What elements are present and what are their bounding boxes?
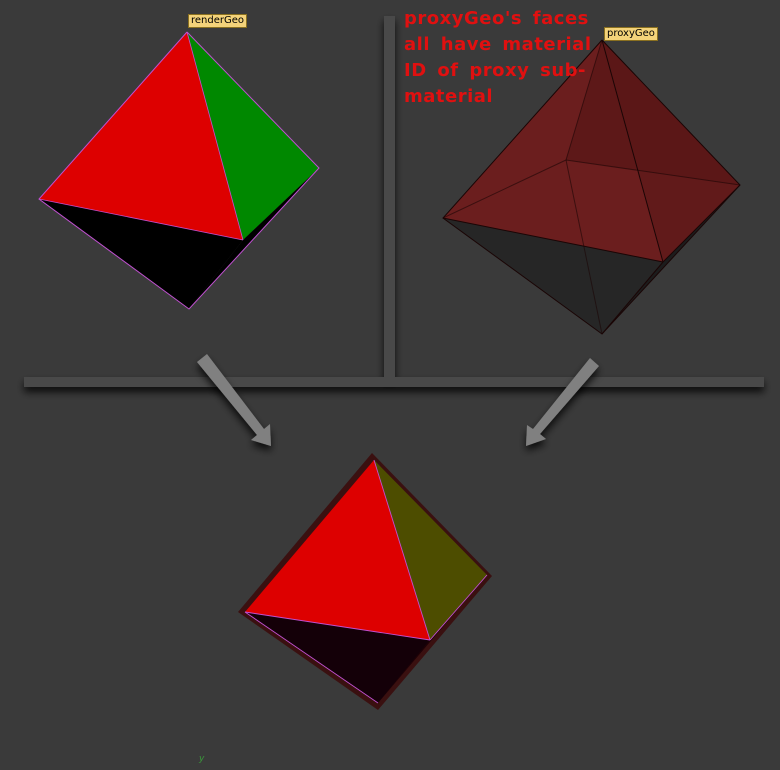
- result-face-olive: [374, 460, 487, 640]
- result-face-dark-edge: [378, 575, 487, 703]
- render-geo-face-green: [187, 32, 319, 240]
- render-geo-edge: [186, 31, 244, 241]
- render-geo-face-black: [39, 199, 243, 309]
- annotation-text: proxyGeo's faces all have material ID of…: [404, 8, 592, 107]
- proxy-geo-edges: [442, 39, 741, 335]
- result-face-dark: [245, 612, 430, 703]
- arrow-left-icon: [197, 354, 271, 446]
- arrow-right-icon: [526, 358, 599, 446]
- vertical-divider: [384, 16, 395, 380]
- axis-y-label: y: [199, 754, 205, 764]
- render-geo-edge: [38, 198, 244, 241]
- render-geo-octahedron[interactable]: [38, 31, 320, 310]
- render-geo-face-red: [39, 32, 243, 240]
- proxy-geo-face-back: [566, 40, 740, 185]
- horizontal-divider: [24, 377, 764, 387]
- result-edges: [244, 459, 488, 704]
- divider-lines: [24, 16, 764, 387]
- render-geo-label: renderGeo: [188, 14, 248, 28]
- result-octahedron[interactable]: [238, 453, 492, 710]
- render-geo-wireframe: [38, 31, 320, 310]
- proxy-geo-face-bottom-left: [443, 218, 663, 334]
- proxy-geo-label: proxyGeo: [604, 27, 658, 41]
- result-face-red: [245, 460, 430, 640]
- proxy-geo-octahedron[interactable]: [442, 39, 741, 335]
